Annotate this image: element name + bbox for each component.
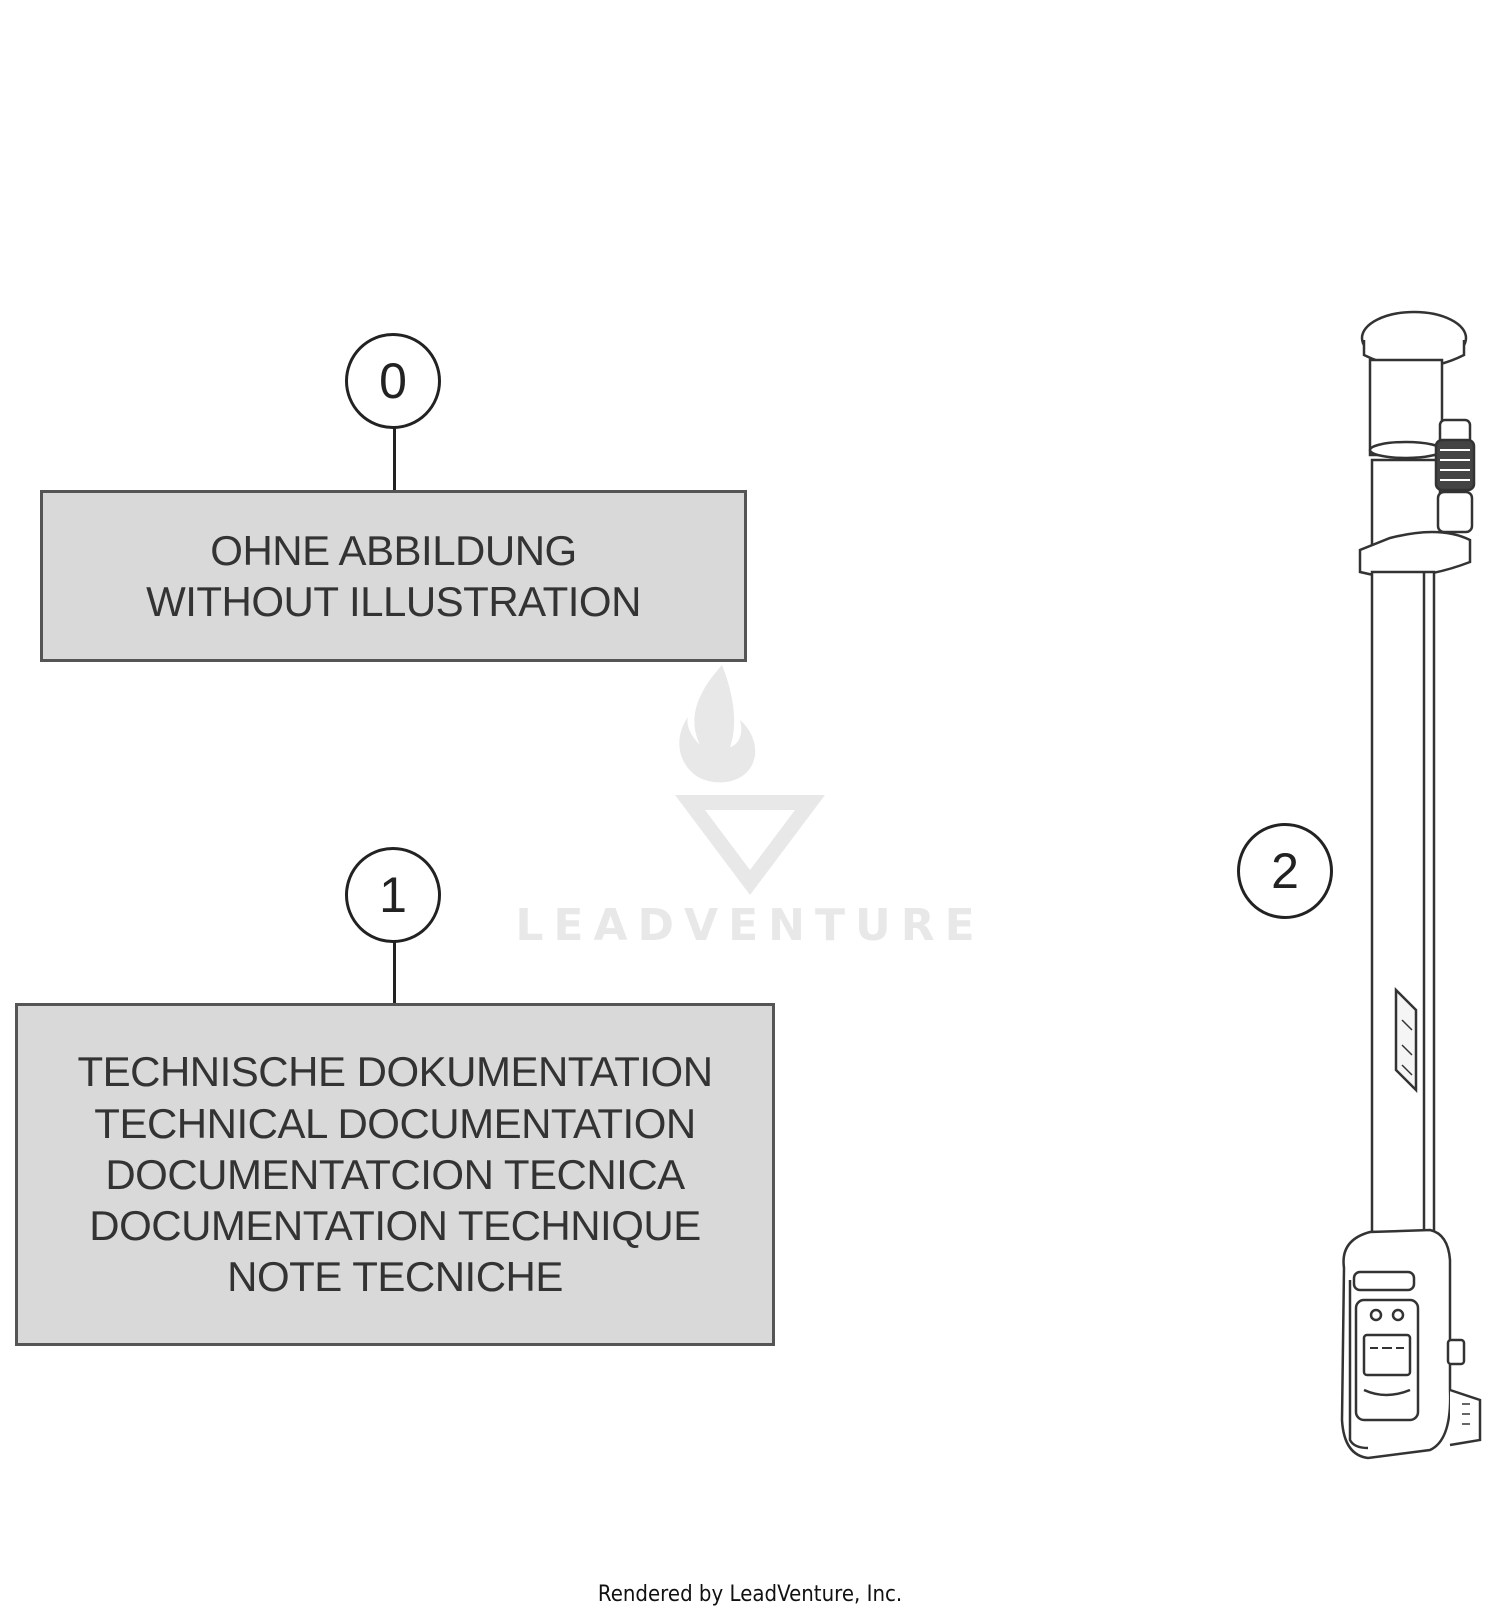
flame-v-logo-icon bbox=[675, 665, 825, 895]
box-0-line-1: OHNE ABBILDUNG bbox=[210, 526, 577, 574]
label-technical-documentation: TECHNISCHE DOKUMENTATION TECHNICAL DOCUM… bbox=[15, 1003, 775, 1346]
air-pump-drawing-icon[interactable] bbox=[1320, 300, 1500, 1500]
callout-2[interactable]: 2 bbox=[1237, 823, 1333, 919]
box-1-line-5: NOTE TECNICHE bbox=[227, 1253, 563, 1301]
leader-line-0 bbox=[393, 427, 396, 491]
box-0-line-2: WITHOUT ILLUSTRATION bbox=[146, 578, 641, 625]
callout-0[interactable]: 0 bbox=[345, 333, 441, 429]
box-1-line-3: DOCUMENTATCION TECNICA bbox=[105, 1150, 685, 1198]
box-1-line-4: DOCUMENTATION TECHNIQUE bbox=[89, 1202, 701, 1250]
leadventure-watermark: LEADVENTURE bbox=[490, 665, 1010, 965]
box-1-line-2: TECHNICAL DOCUMENTATION bbox=[94, 1099, 696, 1147]
watermark-text: LEADVENTURE bbox=[515, 900, 985, 951]
label-without-illustration: OHNE ABBILDUNG WITHOUT ILLUSTRATION bbox=[40, 490, 747, 662]
rendered-by-footer: Rendered by LeadVenture, Inc. bbox=[597, 1582, 903, 1607]
box-1-line-1: TECHNISCHE DOKUMENTATION bbox=[77, 1048, 713, 1096]
leader-line-1 bbox=[393, 941, 396, 1004]
callout-1[interactable]: 1 bbox=[345, 847, 441, 943]
